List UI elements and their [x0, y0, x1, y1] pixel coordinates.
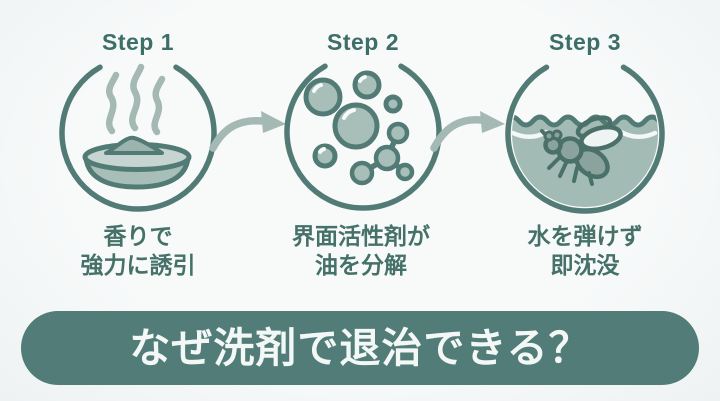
molecule-icon — [349, 121, 415, 186]
step1-circle — [59, 64, 217, 212]
step1-caption: 香りで 強力に誘引 — [28, 222, 248, 280]
incense-bowl-icon — [82, 63, 192, 190]
bubbles-molecule-icon — [303, 70, 415, 186]
step1-caption-line2: 強力に誘引 — [80, 252, 196, 278]
step3-caption-line2: 即沈没 — [550, 252, 620, 278]
step2-caption: 界面活性剤が 油を分解 — [251, 222, 471, 280]
step3-circle — [505, 64, 665, 214]
step2-caption-line1: 界面活性剤が — [292, 223, 430, 249]
step3-caption: 水を弾けず 即沈没 — [475, 222, 695, 280]
step3-caption-line1: 水を弾けず — [527, 223, 643, 249]
powder-mound — [104, 135, 164, 155]
sinking-fly-icon — [512, 114, 658, 207]
step2-label: Step 2 — [326, 29, 400, 55]
bubble-highlights — [312, 75, 367, 154]
step1-label: Step 1 — [101, 29, 175, 55]
scent-waves-icon — [105, 63, 166, 136]
fly-icon — [540, 115, 623, 186]
arrow-right-icon — [430, 111, 505, 152]
banner-title: なぜ洗剤で退治できる？ — [129, 325, 591, 371]
step2-circle — [284, 63, 442, 211]
banner: なぜ洗剤で退治できる？ — [21, 311, 699, 385]
arrow-right-icon — [209, 111, 286, 152]
step3-label: Step 3 — [548, 29, 622, 55]
step1-caption-line1: 香りで — [103, 223, 173, 249]
step2-caption-line2: 油を分解 — [315, 252, 407, 278]
